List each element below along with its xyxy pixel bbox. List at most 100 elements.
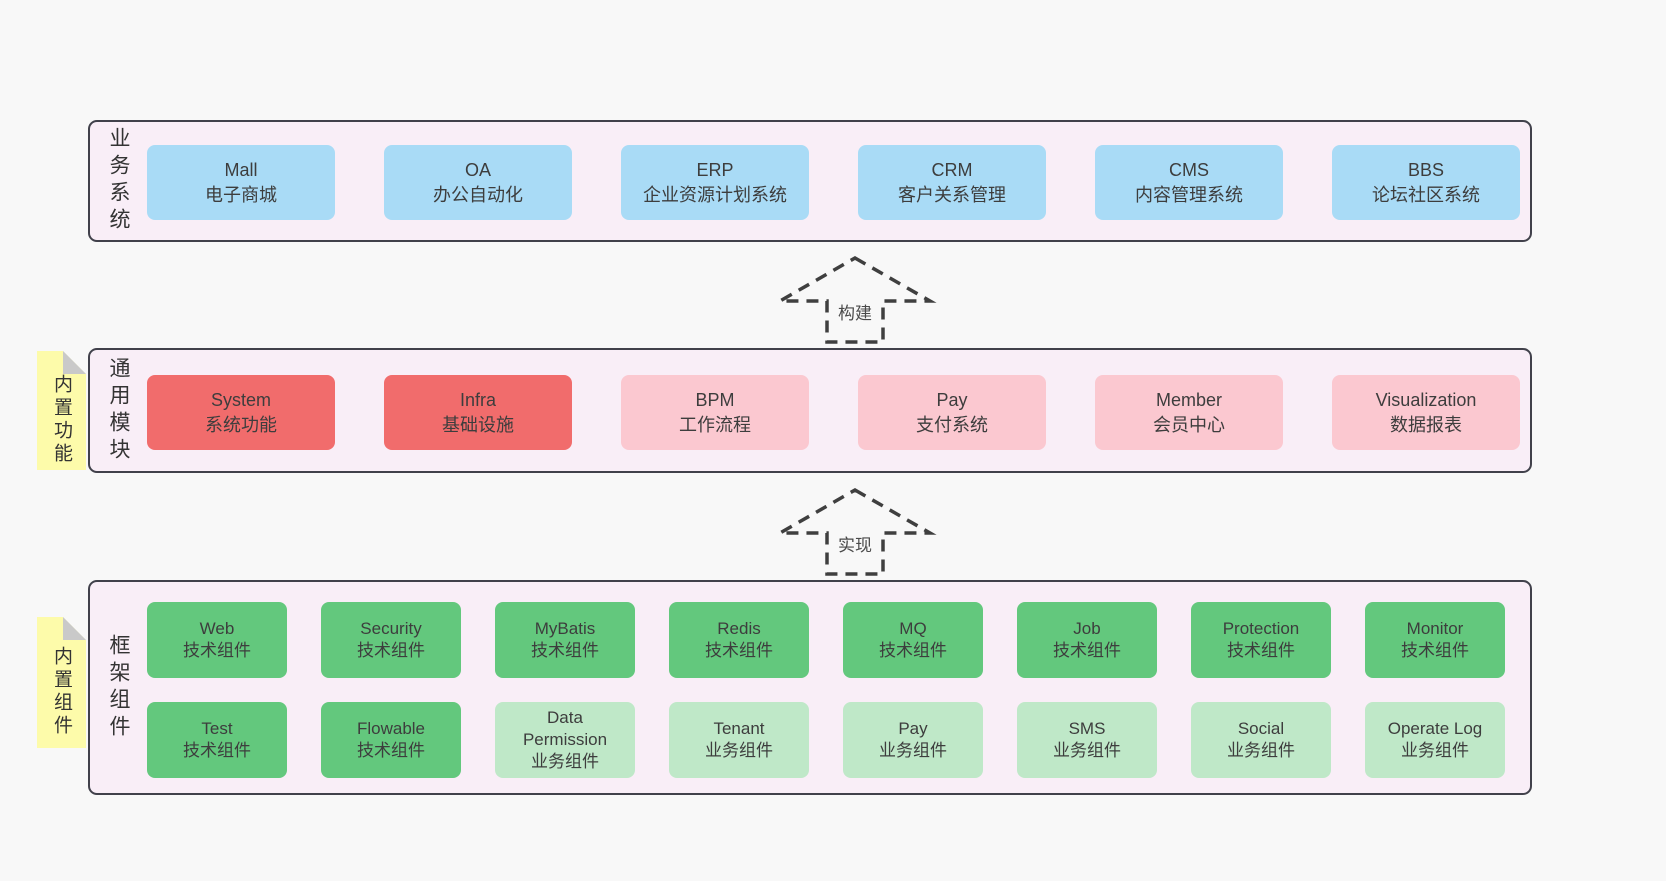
- box-title: Flowable: [356, 719, 426, 738]
- implement-arrow-label: 实现: [835, 530, 875, 557]
- box-desc: 技术组件: [357, 741, 425, 760]
- box-desc: 内容管理系统: [1135, 184, 1243, 205]
- box-sms: SMS 业务组件: [1017, 702, 1157, 778]
- sticky-note-text: 内置组件: [51, 645, 72, 738]
- common-box-row: System 系统功能 Infra 基础设施 BPM 工作流程 Pay 支付系统…: [147, 375, 1520, 450]
- box-title: BPM: [695, 389, 735, 410]
- box-desc: 电子商城: [205, 184, 277, 205]
- sticky-note-builtin-components: 内置组件: [37, 617, 86, 748]
- box-title: Visualization: [1375, 389, 1477, 410]
- build-arrow: 构建: [770, 254, 940, 346]
- panel-business-systems: 业务系统 Mall 电子商城 OA 办公自动化 ERP 企业资源计划系统 CRM…: [88, 120, 1532, 242]
- box-title: Monitor: [1406, 619, 1464, 638]
- up-arrow-icon: [773, 487, 937, 576]
- box-desc: 技术组件: [531, 641, 599, 660]
- box-title: OA: [464, 159, 491, 180]
- framework-box-row-1: Web 技术组件 Security 技术组件 MyBatis 技术组件 Redi…: [147, 602, 1505, 678]
- box-desc: 业务组件: [1053, 741, 1121, 760]
- box-title: Protection: [1222, 619, 1300, 638]
- box-tenant: Tenant 业务组件: [669, 702, 809, 778]
- box-desc: 数据报表: [1390, 414, 1462, 435]
- box-desc: 办公自动化: [433, 184, 523, 205]
- box-social: Social 业务组件: [1191, 702, 1331, 778]
- box-desc: 会员中心: [1153, 414, 1225, 435]
- box-desc: 技术组件: [1053, 641, 1121, 660]
- panel-label-framework-components: 框架组件: [107, 633, 130, 742]
- box-oa: OA 办公自动化: [384, 145, 572, 220]
- box-erp: ERP 企业资源计划系统: [621, 145, 809, 220]
- build-arrow-label: 构建: [835, 298, 875, 325]
- box-title: Member: [1155, 389, 1222, 410]
- box-web: Web 技术组件: [147, 602, 287, 678]
- box-desc: 业务组件: [705, 741, 773, 760]
- box-desc: 业务组件: [1227, 741, 1295, 760]
- box-test: Test 技术组件: [147, 702, 287, 778]
- box-security: Security 技术组件: [321, 602, 461, 678]
- box-visualization: Visualization 数据报表: [1332, 375, 1520, 450]
- business-box-row: Mall 电子商城 OA 办公自动化 ERP 企业资源计划系统 CRM 客户关系…: [147, 145, 1520, 220]
- panel-label-common-modules: 通用模块: [107, 356, 130, 465]
- box-operate-log: Operate Log 业务组件: [1365, 702, 1505, 778]
- box-title: MyBatis: [534, 619, 596, 638]
- box-title: MQ: [899, 619, 927, 638]
- box-desc: 技术组件: [1401, 641, 1469, 660]
- box-title: Mall: [224, 159, 258, 180]
- box-desc: 技术组件: [1227, 641, 1295, 660]
- box-title: Data Permission: [522, 708, 608, 749]
- box-cms: CMS 内容管理系统: [1095, 145, 1283, 220]
- sticky-note-text: 内置功能: [51, 373, 72, 466]
- box-protection: Protection 技术组件: [1191, 602, 1331, 678]
- box-title: Security: [360, 619, 422, 638]
- box-desc: 业务组件: [1401, 741, 1469, 760]
- box-mall: Mall 电子商城: [147, 145, 335, 220]
- panel-label-business-systems: 业务系统: [107, 127, 130, 235]
- box-pay-biz: Pay 业务组件: [843, 702, 983, 778]
- box-title: Pay: [898, 719, 928, 738]
- box-title: CMS: [1169, 159, 1209, 180]
- box-monitor: Monitor 技术组件: [1365, 602, 1505, 678]
- box-title: Web: [199, 619, 235, 638]
- box-title: Tenant: [713, 719, 765, 738]
- box-title: BBS: [1407, 159, 1445, 180]
- box-desc: 客户关系管理: [898, 184, 1006, 205]
- box-title: Infra: [459, 389, 497, 410]
- box-pay: Pay 支付系统: [858, 375, 1046, 450]
- box-mq: MQ 技术组件: [843, 602, 983, 678]
- implement-arrow: 实现: [770, 486, 940, 578]
- box-desc: 技术组件: [183, 741, 251, 760]
- panel-framework-components: 框架组件 Web 技术组件 Security 技术组件 MyBatis 技术组件…: [88, 580, 1532, 795]
- box-title: Job: [1073, 619, 1101, 638]
- box-title: Operate Log: [1387, 719, 1483, 738]
- box-desc: 技术组件: [879, 641, 947, 660]
- box-mybatis: MyBatis 技术组件: [495, 602, 635, 678]
- box-desc: 工作流程: [679, 414, 751, 435]
- box-desc: 系统功能: [205, 414, 277, 435]
- framework-box-row-2: Test 技术组件 Flowable 技术组件 Data Permission …: [147, 702, 1505, 778]
- box-title: Redis: [717, 619, 761, 638]
- box-title: System: [210, 389, 271, 410]
- box-crm: CRM 客户关系管理: [858, 145, 1046, 220]
- box-job: Job 技术组件: [1017, 602, 1157, 678]
- panel-common-modules: 通用模块 System 系统功能 Infra 基础设施 BPM 工作流程 Pay…: [88, 348, 1532, 473]
- box-system: System 系统功能: [147, 375, 335, 450]
- box-title: ERP: [696, 159, 734, 180]
- box-title: Social: [1237, 719, 1285, 738]
- box-desc: 企业资源计划系统: [643, 184, 787, 205]
- box-title: SMS: [1068, 719, 1106, 738]
- box-data-permission: Data Permission 业务组件: [495, 702, 635, 778]
- box-title: Test: [201, 719, 233, 738]
- box-desc: 论坛社区系统: [1372, 184, 1480, 205]
- box-title: Pay: [936, 389, 968, 410]
- box-infra: Infra 基础设施: [384, 375, 572, 450]
- sticky-note-builtin-features: 内置功能: [37, 351, 86, 470]
- box-desc: 支付系统: [916, 414, 988, 435]
- box-title: CRM: [931, 159, 973, 180]
- box-desc: 技术组件: [183, 641, 251, 660]
- box-desc: 技术组件: [357, 641, 425, 660]
- box-redis: Redis 技术组件: [669, 602, 809, 678]
- box-desc: 业务组件: [531, 752, 599, 771]
- box-desc: 业务组件: [879, 741, 947, 760]
- box-desc: 基础设施: [442, 414, 514, 435]
- up-arrow-icon: [773, 255, 937, 344]
- box-bpm: BPM 工作流程: [621, 375, 809, 450]
